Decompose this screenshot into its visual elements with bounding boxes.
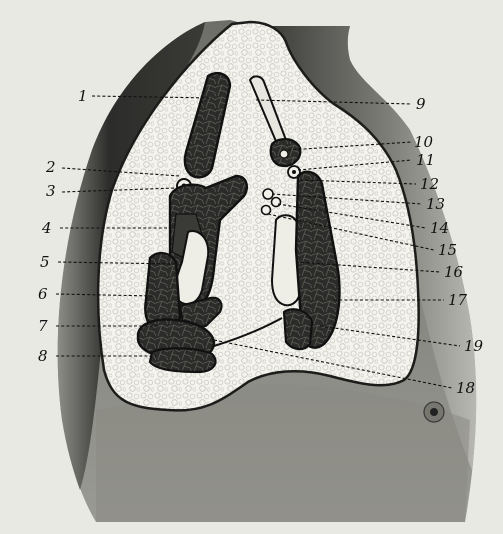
label-3: 3 xyxy=(46,182,56,200)
label-14: 14 xyxy=(430,219,449,237)
label-9: 9 xyxy=(416,95,426,113)
label-10: 10 xyxy=(414,133,434,151)
label-7: 7 xyxy=(38,317,48,335)
label-11: 11 xyxy=(416,151,435,169)
label-19: 19 xyxy=(464,337,484,355)
label-13: 13 xyxy=(426,195,445,213)
label-12: 12 xyxy=(420,175,439,193)
bottom-right-muscle xyxy=(284,309,312,349)
label-4: 4 xyxy=(41,219,52,237)
label-17: 17 xyxy=(448,291,468,309)
label-2: 2 xyxy=(45,158,56,176)
label-18: 18 xyxy=(456,379,475,397)
label-16: 16 xyxy=(444,263,464,281)
label-6: 6 xyxy=(38,285,48,303)
label-5: 5 xyxy=(40,253,50,271)
navel xyxy=(424,402,444,422)
lower-left-muscle xyxy=(145,253,180,329)
label-15: 15 xyxy=(438,241,457,259)
label-8: 8 xyxy=(38,347,48,365)
label-1: 1 xyxy=(78,87,88,105)
